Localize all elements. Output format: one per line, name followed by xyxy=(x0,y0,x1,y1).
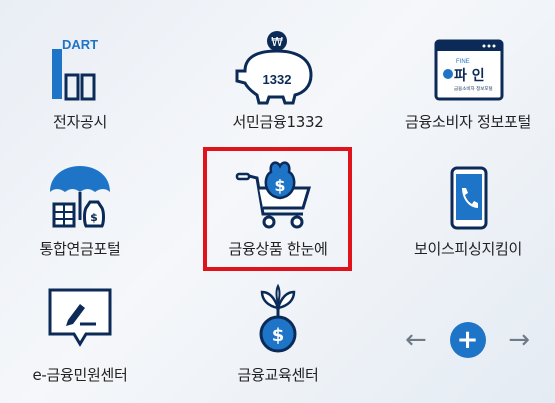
svg-text:금융소비자 정보포털: 금융소비자 정보포털 xyxy=(454,85,493,92)
svg-text:FINE: FINE xyxy=(456,59,470,65)
service-label: 금융교육센터 xyxy=(237,366,319,384)
service-label: 서민금융1332 xyxy=(232,113,324,131)
svg-text:$: $ xyxy=(272,325,285,346)
svg-text:$: $ xyxy=(274,176,285,195)
phone-icon xyxy=(423,152,513,232)
svg-text:$: $ xyxy=(90,211,98,224)
chat-pen-icon xyxy=(35,278,125,358)
service-voice-phishing[interactable]: 보이스피싱지킴이 xyxy=(383,152,553,267)
service-label: 통합연금포털 xyxy=(39,240,121,258)
piggy-bank-icon: ₩ 1332 xyxy=(233,25,323,105)
service-products[interactable]: $ 금융상품 한눈에 xyxy=(193,152,363,267)
service-label: e-금융민원센터 xyxy=(32,366,128,384)
fine-portal-icon: FINE 파 인 금융소비자 정보포털 xyxy=(423,25,513,105)
service-label: 금융소비자 정보포털 xyxy=(405,113,531,131)
selected-highlight xyxy=(203,147,352,271)
plant-coin-icon: $ xyxy=(233,278,323,358)
umbrella-money-icon: $ xyxy=(35,152,125,232)
carousel-controls: ← + → xyxy=(405,320,530,360)
dart-chart-icon: DART xyxy=(35,25,125,105)
service-label: 금융상품 한눈에 xyxy=(228,240,328,258)
service-label: 전자공시 xyxy=(52,113,107,131)
plus-icon: + xyxy=(456,325,479,355)
next-arrow-icon[interactable]: → xyxy=(508,325,530,355)
service-pension[interactable]: $ 통합연금포털 xyxy=(0,152,165,267)
service-dart[interactable]: DART 전자공시 xyxy=(0,25,165,140)
prev-arrow-icon[interactable]: ← xyxy=(405,325,427,355)
service-fine[interactable]: FINE 파 인 금융소비자 정보포털 금융소비자 정보포털 xyxy=(383,25,553,140)
service-education[interactable]: $ 금융교육센터 xyxy=(193,278,363,393)
service-label: 보이스피싱지킴이 xyxy=(413,240,522,258)
shopping-cart-icon: $ xyxy=(233,152,323,232)
service-complaint-center[interactable]: e-금융민원센터 xyxy=(0,278,165,393)
service-1332[interactable]: ₩ 1332 서민금융1332 xyxy=(193,25,363,140)
svg-text:DART: DART xyxy=(62,37,98,52)
svg-text:1332: 1332 xyxy=(263,72,292,87)
svg-text:₩: ₩ xyxy=(271,35,283,49)
svg-text:파 인: 파 인 xyxy=(454,67,485,84)
add-button[interactable]: + xyxy=(449,322,486,358)
